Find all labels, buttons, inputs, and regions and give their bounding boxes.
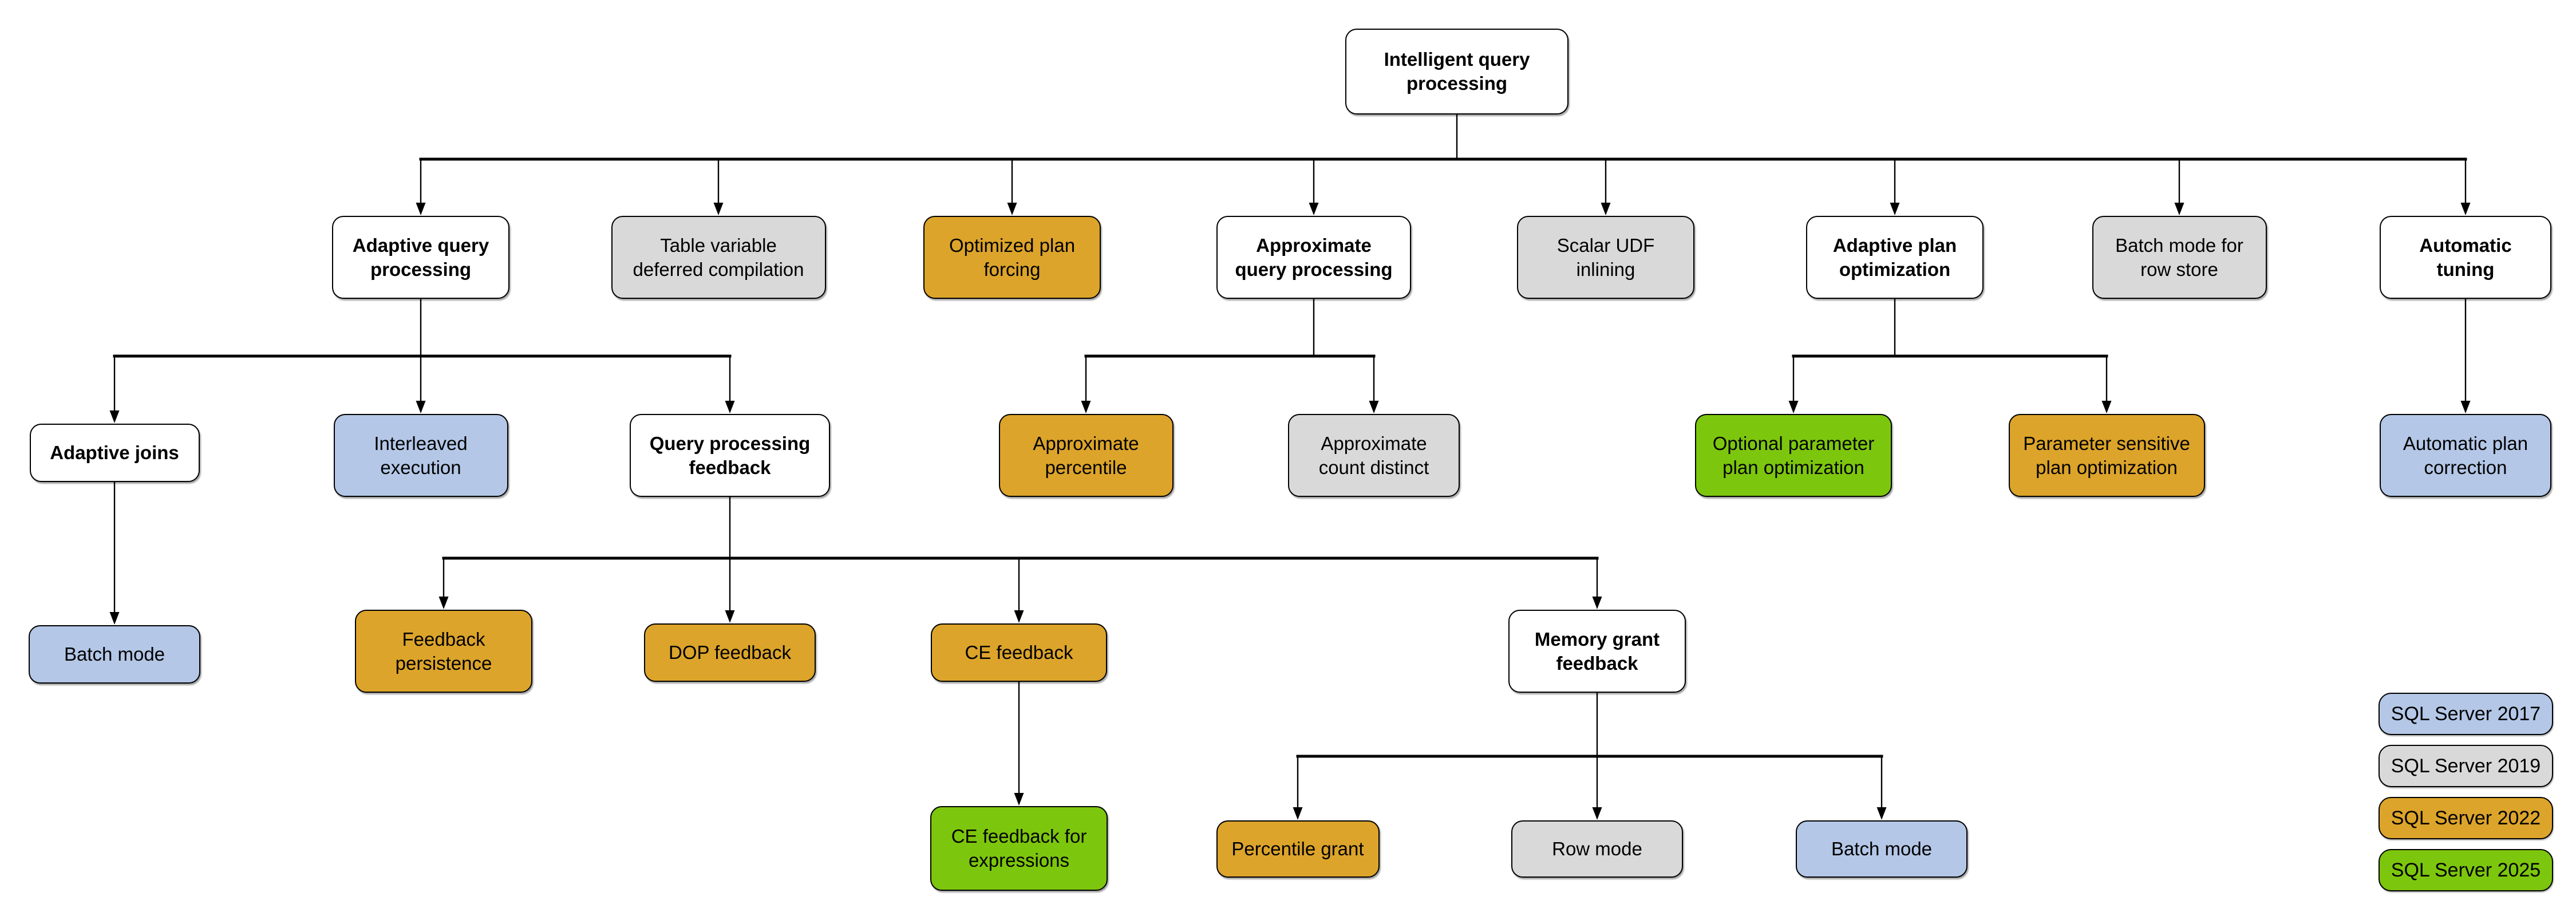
node-memory-grant-feedback: Memory grant feedback xyxy=(1508,610,1686,693)
node-approximate-percentile: Approximate percentile xyxy=(998,414,1174,497)
node-batch-mode-adaptive-joins: Batch mode xyxy=(29,625,200,684)
legend-item-sql-server-2019: SQL Server 2019 xyxy=(2379,745,2553,787)
node-automatic-plan-correction: Automatic plan correction xyxy=(2380,414,2551,497)
node-automatic-tuning: Automatic tuning xyxy=(2380,216,2551,299)
node-scalar-udf-inlining: Scalar UDF inlining xyxy=(1517,216,1694,299)
node-dop-feedback: DOP feedback xyxy=(644,623,816,682)
node-ce-feedback-for-expressions: CE feedback for expressions xyxy=(930,806,1108,891)
node-intelligent-query-processing: Intelligent query processing xyxy=(1345,29,1568,114)
node-adaptive-query-processing: Adaptive query processing xyxy=(332,216,509,299)
node-adaptive-plan-optimization: Adaptive plan optimization xyxy=(1806,216,1984,299)
node-query-processing-feedback: Query processing feedback xyxy=(630,414,830,497)
node-ce-feedback: CE feedback xyxy=(931,623,1107,682)
node-batch-mode-for-row-store: Batch mode for row store xyxy=(2092,216,2267,299)
legend-item-sql-server-2017: SQL Server 2017 xyxy=(2379,693,2553,735)
node-row-mode: Row mode xyxy=(1511,820,1683,878)
legend-item-sql-server-2022: SQL Server 2022 xyxy=(2379,797,2553,839)
node-parameter-sensitive-plan-optimization: Parameter sensitive plan optimization xyxy=(2008,414,2205,497)
node-approximate-count-distinct: Approximate count distinct xyxy=(1288,414,1460,497)
node-batch-mode-memory-grant: Batch mode xyxy=(1796,820,1967,878)
node-percentile-grant: Percentile grant xyxy=(1216,820,1380,878)
node-approximate-query-processing: Approximate query processing xyxy=(1216,216,1411,299)
node-feedback-persistence: Feedback persistence xyxy=(355,610,532,693)
node-optimized-plan-forcing: Optimized plan forcing xyxy=(923,216,1101,299)
node-interleaved-execution: Interleaved execution xyxy=(333,414,508,497)
node-table-variable-deferred-compilation: Table variable deferred compilation xyxy=(611,216,826,299)
legend-item-sql-server-2025: SQL Server 2025 xyxy=(2379,849,2553,891)
node-adaptive-joins: Adaptive joins xyxy=(29,424,200,482)
node-optional-parameter-plan-optimization: Optional parameter plan optimization xyxy=(1695,414,1892,497)
